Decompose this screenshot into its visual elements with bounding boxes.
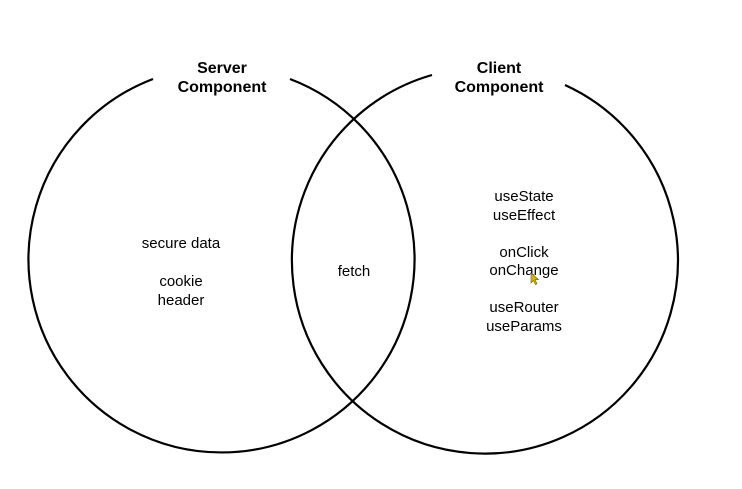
client-component-title-line2: Component xyxy=(455,79,545,96)
server-component-circle xyxy=(27,77,416,454)
client-item-useparams: useParams xyxy=(486,318,562,335)
mouse-cursor-icon xyxy=(530,272,540,285)
client-item-usestate: useState xyxy=(494,188,553,205)
client-item-userouter: useRouter xyxy=(489,299,558,316)
server-item-cookie: cookie xyxy=(159,273,202,290)
server-component-title-line1: Server xyxy=(197,60,247,77)
client-item-useeffect: useEffect xyxy=(493,207,556,224)
server-component-title-line2: Component xyxy=(178,79,268,96)
server-item-header: header xyxy=(158,292,205,309)
client-item-onchange: onChange xyxy=(489,262,558,279)
client-component-circle xyxy=(290,73,680,455)
server-item-secure-data: secure data xyxy=(142,235,221,252)
client-component-title-line1: Client xyxy=(477,60,522,77)
overlap-item-fetch: fetch xyxy=(338,263,371,280)
client-item-onclick: onClick xyxy=(499,244,549,261)
